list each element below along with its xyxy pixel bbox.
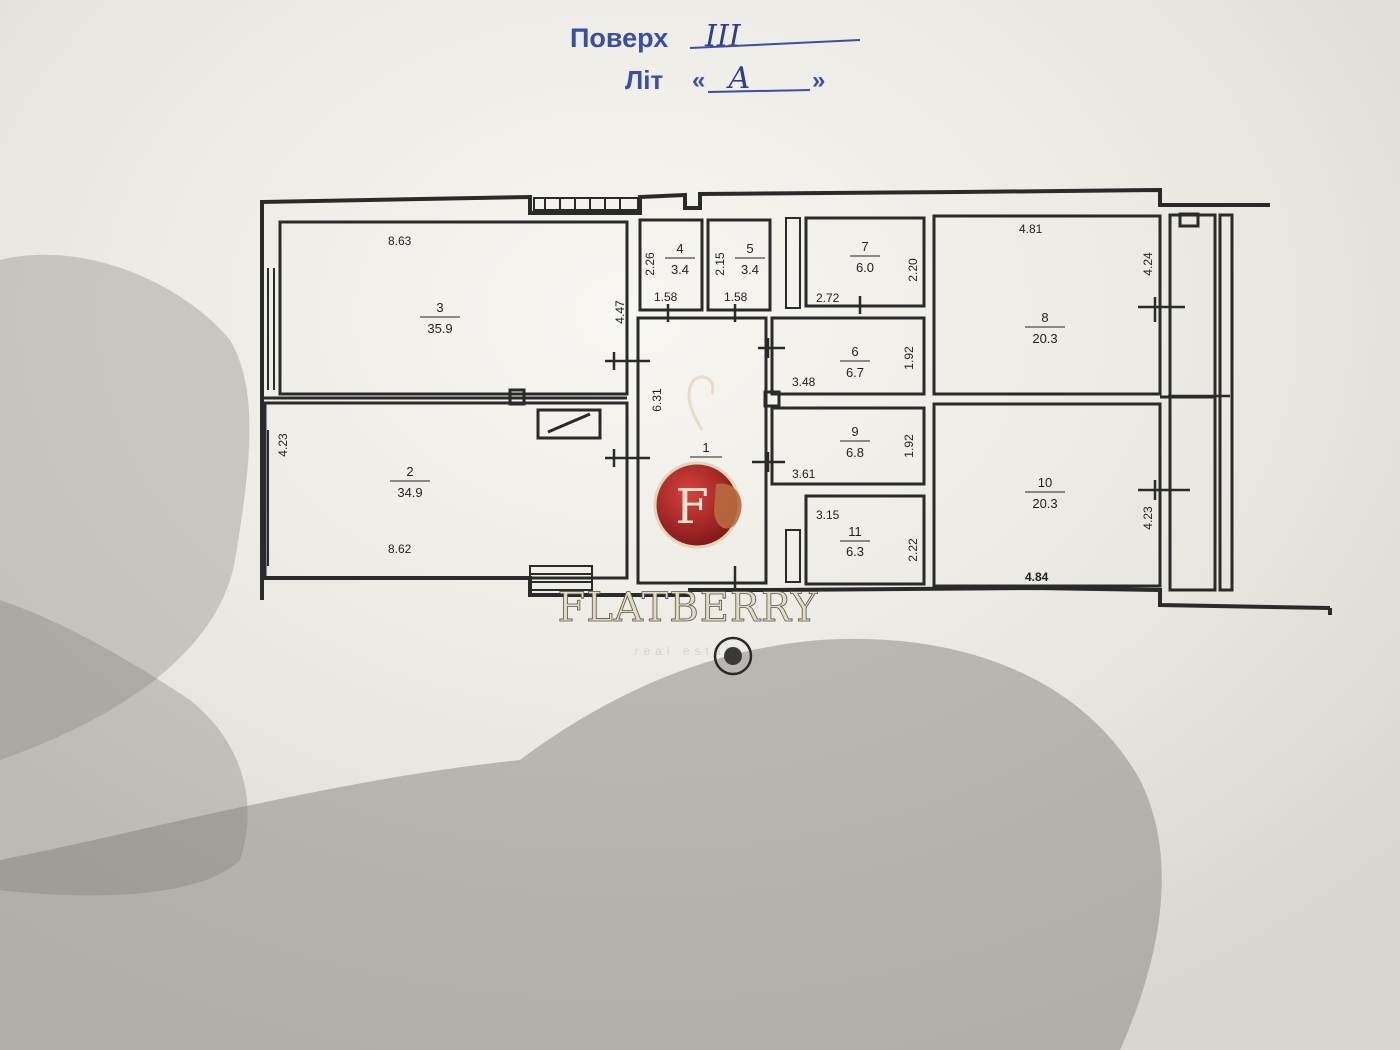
room-2: 2 34.9 — [390, 464, 430, 500]
dim-r10-height: 4.23 — [1141, 506, 1155, 530]
dim-r6-height: 1.92 — [902, 346, 916, 370]
dim-r7-height: 2.20 — [906, 258, 920, 282]
floor-underline — [689, 39, 861, 49]
dim-r10-width: 4.84 — [1025, 570, 1049, 584]
dim-r9-width: 3.61 — [792, 467, 816, 481]
logo-letter: F — [675, 479, 708, 535]
lit-open-quote: « — [692, 67, 705, 94]
floor-label: Поверх — [570, 23, 668, 53]
svg-text:3.4: 3.4 — [741, 262, 759, 277]
svg-text:35.9: 35.9 — [427, 321, 452, 336]
svg-text:11: 11 — [848, 524, 862, 539]
svg-text:4: 4 — [676, 241, 683, 256]
svg-text:6.0: 6.0 — [856, 260, 874, 275]
lit-underline — [707, 89, 811, 93]
left-shadow — [0, 254, 250, 760]
bottom-shadow — [0, 638, 1162, 1050]
dimension-labels: 8.63 4.47 8.62 4.23 2.26 1.58 2.15 1.58 … — [276, 222, 1155, 584]
room-8: 8 20.3 — [1025, 310, 1065, 346]
svg-text:10: 10 — [1038, 475, 1052, 490]
room-9: 9 6.8 — [840, 424, 870, 460]
dim-r7-width: 2.72 — [816, 291, 840, 305]
room-11: 11 6.3 — [840, 524, 870, 559]
svg-text:9: 9 — [851, 424, 858, 439]
dim-r2-height: 4.23 — [276, 433, 290, 457]
room-6: 6 6.7 — [840, 344, 870, 380]
svg-text:6.3: 6.3 — [846, 544, 864, 559]
left-dark-shadow — [0, 600, 248, 896]
svg-text:20.3: 20.3 — [1032, 331, 1057, 346]
svg-text:7: 7 — [861, 239, 868, 254]
svg-text:6.7: 6.7 — [846, 365, 864, 380]
dim-r3-height: 4.47 — [613, 300, 627, 324]
windows — [261, 197, 801, 591]
drain-circle-inner — [724, 647, 742, 665]
brand-name: FLATBERRY — [558, 585, 819, 631]
lit-value: А — [726, 61, 751, 96]
room-3: 3 35.9 — [420, 300, 460, 336]
room-4: 4 3.4 — [665, 241, 695, 277]
floor-value: III — [704, 19, 742, 54]
dim-r4-width: 1.58 — [654, 290, 678, 304]
svg-text:2: 2 — [406, 464, 413, 479]
dim-r1-height: 6.31 — [650, 388, 664, 412]
dim-r2-width: 8.62 — [388, 542, 412, 556]
dim-r8-height: 4.24 — [1141, 252, 1155, 276]
door-marks — [605, 296, 1230, 590]
dim-r5-height: 2.15 — [713, 252, 727, 276]
berry-leaf-icon — [714, 483, 742, 529]
dim-r11-width: 3.15 — [816, 508, 840, 522]
dim-r3-width: 8.63 — [388, 234, 412, 248]
dim-r11-height: 2.22 — [906, 538, 920, 562]
drain-circle-icon — [713, 636, 753, 676]
svg-text:34.9: 34.9 — [397, 485, 422, 500]
svg-text:20.3: 20.3 — [1032, 496, 1057, 511]
dim-r5-width: 1.58 — [724, 290, 748, 304]
room-10: 10 20.3 — [1025, 475, 1065, 511]
lit-label: Літ — [625, 65, 663, 95]
inner-walls — [262, 212, 1234, 592]
dim-r8-width: 4.81 — [1019, 222, 1043, 236]
lit-close-quote: » — [812, 67, 825, 94]
svg-text:8: 8 — [1041, 310, 1048, 325]
berry-stem-icon — [687, 375, 715, 431]
svg-text:6.8: 6.8 — [846, 445, 864, 460]
room-1: 1 — [690, 440, 722, 458]
room-5: 5 3.4 — [735, 241, 765, 277]
dim-r6-width: 3.48 — [792, 375, 816, 389]
dim-r9-height: 1.92 — [902, 434, 916, 458]
svg-text:3: 3 — [436, 300, 443, 315]
room-7: 7 6.0 — [850, 239, 880, 275]
dim-r4-height: 2.26 — [643, 252, 657, 276]
svg-text:1: 1 — [702, 440, 709, 455]
svg-text:3.4: 3.4 — [671, 262, 689, 277]
svg-text:5: 5 — [746, 241, 753, 256]
svg-text:6: 6 — [851, 344, 858, 359]
